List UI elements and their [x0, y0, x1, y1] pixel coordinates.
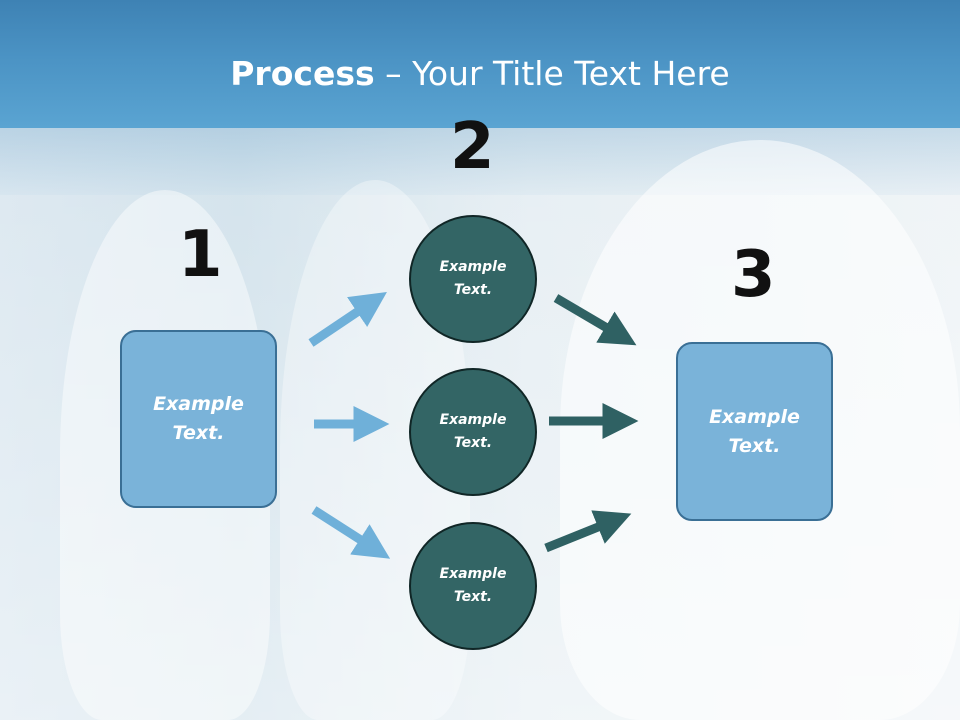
- right-box-line2: Text.: [728, 434, 781, 457]
- arrow-left-to-top: [308, 291, 387, 347]
- step-number-2: 2: [450, 110, 495, 184]
- left-box-line2: Text.: [172, 422, 225, 444]
- slide-title: Process – Your Title Text Here: [0, 54, 960, 93]
- circle-bottom-line1: Example: [439, 566, 507, 582]
- circle-middle-line1: Example: [439, 412, 507, 428]
- title-bar: [0, 0, 960, 128]
- circle-top-line2: Text.: [453, 282, 493, 298]
- title-bold: Process: [230, 54, 375, 93]
- arrow-bottom-to-right: [544, 510, 632, 553]
- circle-bottom-line2: Text.: [453, 589, 493, 605]
- step-number-1: 1: [178, 218, 223, 292]
- title-rest: – Your Title Text Here: [374, 54, 730, 93]
- arrow-top-to-right: [553, 294, 637, 346]
- circle-middle-line2: Text.: [453, 435, 493, 451]
- arrow-left-to-bottom: [311, 506, 391, 559]
- step-number-3: 3: [731, 238, 776, 312]
- right-box-line1: Example: [709, 405, 800, 428]
- circle-top-line1: Example: [439, 259, 507, 275]
- left-box-line1: Example: [153, 393, 244, 415]
